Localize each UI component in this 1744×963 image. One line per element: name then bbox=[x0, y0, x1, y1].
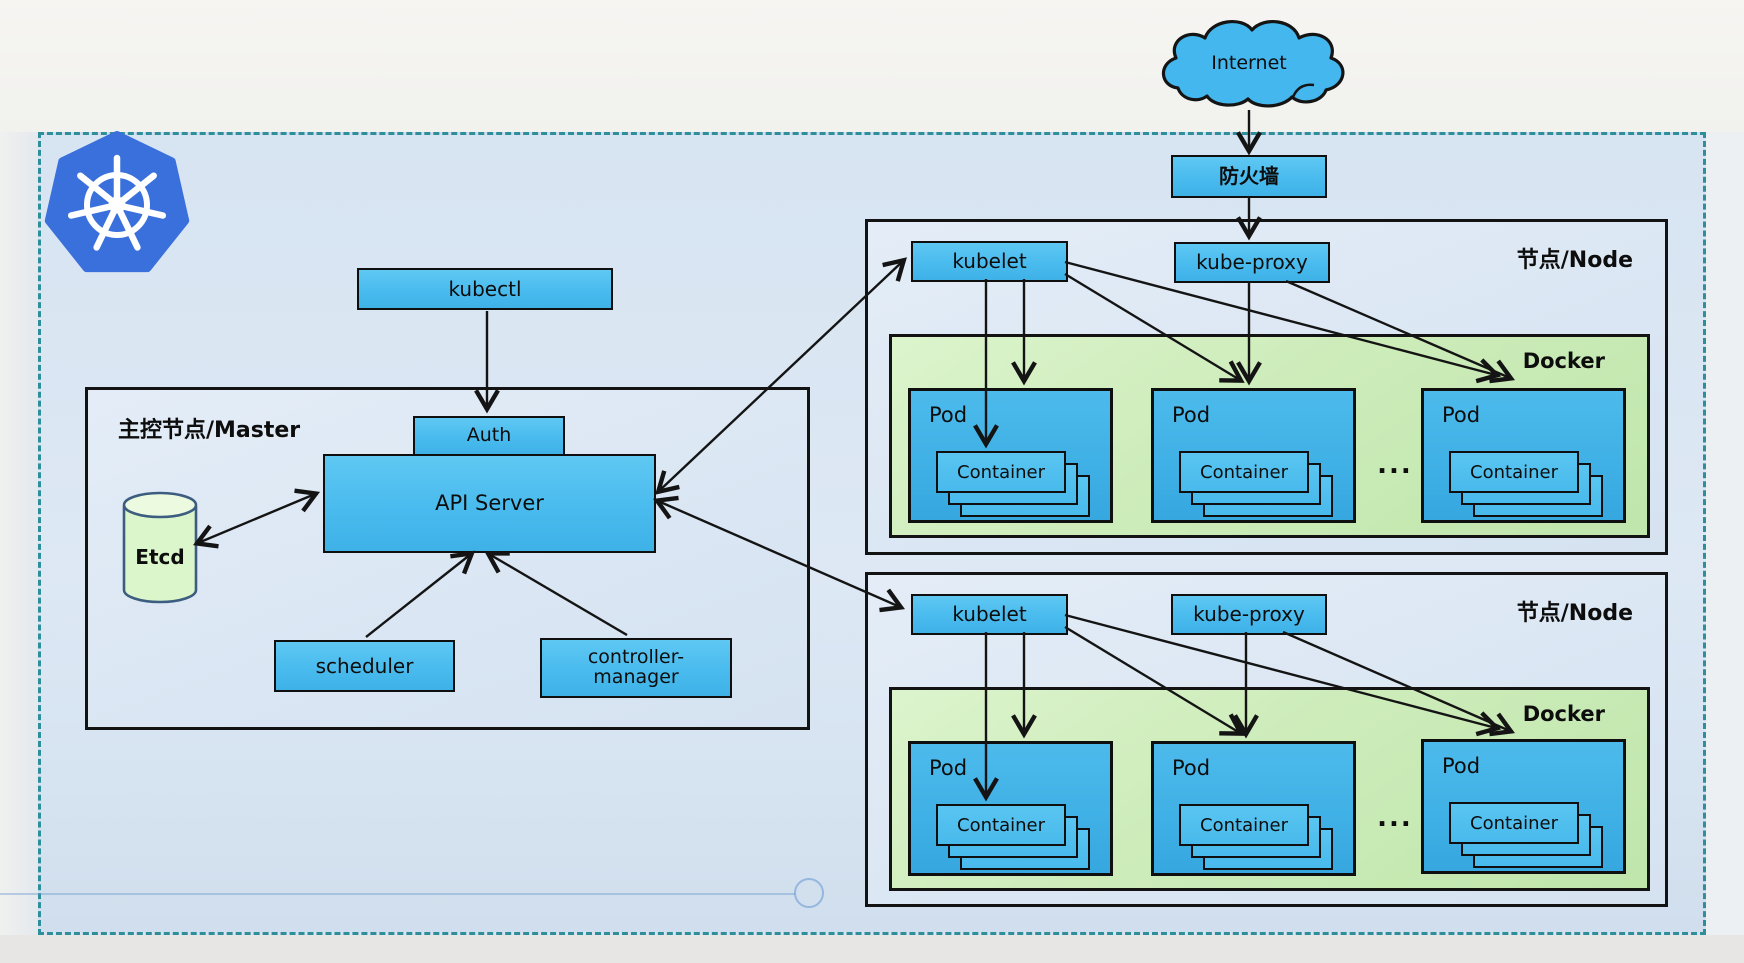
node1-docker-label: Docker bbox=[1522, 349, 1605, 373]
pod-label: Pod bbox=[1172, 756, 1211, 780]
node2-pods-ellipsis: ... bbox=[1377, 803, 1413, 833]
node1-kube-proxy-label: kube-proxy bbox=[1196, 250, 1308, 274]
node1-kubelet-label: kubelet bbox=[952, 249, 1027, 273]
node2-pod-2: Pod Container bbox=[1151, 741, 1356, 876]
master-panel: 主控节点/Master Auth API Server Etcd schedul… bbox=[85, 387, 810, 730]
node1-pods-ellipsis: ... bbox=[1377, 450, 1413, 480]
api-server-label: API Server bbox=[435, 491, 544, 516]
firewall-label: 防火墙 bbox=[1219, 164, 1279, 188]
background-top-strip bbox=[0, 0, 1744, 132]
container-label: Container bbox=[1470, 461, 1558, 483]
auth-label: Auth bbox=[466, 424, 512, 447]
scrubber-line bbox=[0, 893, 795, 895]
auth-box: Auth bbox=[413, 416, 565, 456]
node1-pod-2: Pod Container bbox=[1151, 388, 1356, 523]
container-box: Container bbox=[1179, 451, 1309, 493]
pod-label: Pod bbox=[929, 403, 968, 427]
master-title: 主控节点/Master bbox=[118, 418, 301, 443]
controller-manager-box: controller- manager bbox=[540, 638, 732, 698]
container-box: Container bbox=[1449, 802, 1579, 844]
cloud-shape bbox=[1161, 20, 1345, 108]
background-bottom-strip bbox=[0, 935, 1744, 963]
container-label: Container bbox=[1200, 814, 1288, 836]
container-label: Container bbox=[957, 461, 1045, 483]
node-panel-2: 节点/Node kubelet kube-proxy Docker Pod Co… bbox=[865, 572, 1668, 907]
pod-label: Pod bbox=[1442, 403, 1481, 427]
scheduler-label: scheduler bbox=[315, 653, 414, 678]
scheduler-box: scheduler bbox=[274, 640, 455, 692]
container-label: Container bbox=[1200, 461, 1288, 483]
etcd-label: Etcd bbox=[135, 545, 185, 569]
pod-label: Pod bbox=[929, 756, 968, 780]
node1-kubelet-box: kubelet bbox=[911, 241, 1068, 282]
firewall-box: 防火墙 bbox=[1171, 155, 1327, 198]
etcd-database-icon bbox=[122, 491, 198, 604]
node2-kubelet-label: kubelet bbox=[952, 602, 1027, 626]
controller-manager-label: controller- manager bbox=[587, 646, 685, 688]
container-box: Container bbox=[1449, 451, 1579, 493]
node2-kubelet-box: kubelet bbox=[911, 594, 1068, 635]
kubernetes-logo-icon bbox=[44, 131, 190, 273]
node1-title: 节点/Node bbox=[1516, 248, 1633, 273]
kubectl-box: kubectl bbox=[357, 268, 613, 310]
api-server-box: API Server bbox=[323, 454, 656, 553]
container-box: Container bbox=[936, 451, 1066, 493]
node1-pod-1: Pod Container bbox=[908, 388, 1113, 523]
node2-title: 节点/Node bbox=[1516, 601, 1633, 626]
container-label: Container bbox=[957, 814, 1045, 836]
pod-label: Pod bbox=[1442, 754, 1481, 778]
container-label: Container bbox=[1470, 812, 1558, 834]
scrubber-handle[interactable] bbox=[794, 878, 824, 908]
node2-docker-label: Docker bbox=[1522, 702, 1605, 726]
node1-kube-proxy-box: kube-proxy bbox=[1174, 242, 1330, 283]
node2-pod-1: Pod Container bbox=[908, 741, 1113, 876]
internet-cloud bbox=[1161, 20, 1345, 108]
node1-pod-3: Pod Container bbox=[1421, 388, 1626, 523]
node2-pod-3: Pod Container bbox=[1421, 739, 1626, 874]
node-panel-1: 节点/Node kubelet kube-proxy Docker Pod Co… bbox=[865, 219, 1668, 555]
container-box: Container bbox=[936, 804, 1066, 846]
container-box: Container bbox=[1179, 804, 1309, 846]
pod-label: Pod bbox=[1172, 403, 1211, 427]
kubectl-label: kubectl bbox=[448, 276, 522, 301]
internet-label: Internet bbox=[1211, 52, 1287, 74]
node2-kube-proxy-label: kube-proxy bbox=[1193, 602, 1305, 626]
node2-kube-proxy-box: kube-proxy bbox=[1171, 594, 1327, 635]
background-right-strip bbox=[1706, 132, 1744, 935]
background-left-strip bbox=[0, 132, 38, 935]
